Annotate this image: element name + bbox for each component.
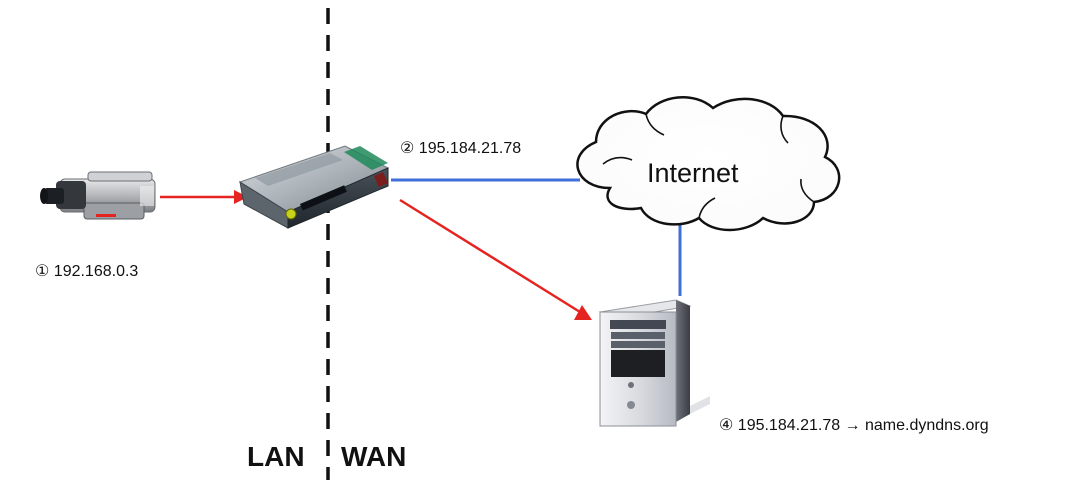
router-icon <box>238 145 390 229</box>
camera-ip-label: ① 192.168.0.3 <box>35 263 139 280</box>
camera-router-arrowhead <box>234 190 248 204</box>
lan-label: LAN <box>247 441 305 472</box>
router-server-arrowhead <box>574 305 592 320</box>
wan-label: WAN <box>341 441 407 472</box>
cloud-icon <box>576 96 841 232</box>
dyndns-mapping-label: ④ 195.184.21.78 → name.dyndns.org <box>719 417 989 434</box>
router-wan-ip-label: ② 195.184.21.78 <box>400 140 522 157</box>
internet-label: Internet <box>647 158 739 188</box>
router-server-arrow <box>399 198 581 314</box>
ip-camera-icon <box>40 171 156 220</box>
server-tower-icon <box>598 299 710 427</box>
